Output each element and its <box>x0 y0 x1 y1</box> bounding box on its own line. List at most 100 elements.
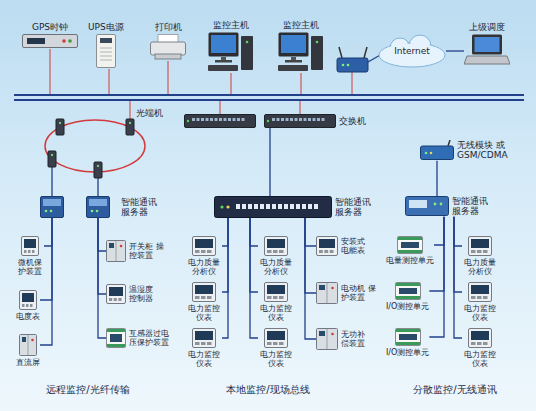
monitor-host: 监控主机 <box>278 20 324 72</box>
icon-part <box>295 118 298 121</box>
icon-part <box>330 250 334 253</box>
node-label: 智能通讯 服务器 <box>121 197 161 218</box>
connector-line <box>305 218 316 339</box>
bus-line <box>14 94 524 96</box>
icon-part <box>483 250 488 253</box>
icon-part <box>265 115 336 128</box>
icon-part <box>22 237 39 256</box>
connector-line <box>44 218 52 246</box>
field-device: I/O测控单元 <box>386 282 429 311</box>
icon-part <box>434 203 437 206</box>
icon-part <box>278 204 282 209</box>
icon-part <box>448 140 450 146</box>
icon-part <box>430 152 433 155</box>
icon-part <box>421 146 454 160</box>
node-label: 电力监控 仪表 <box>186 350 222 368</box>
node-label: 监控主机 <box>213 20 249 30</box>
icon-part <box>317 237 338 256</box>
drop-wire <box>301 73 302 94</box>
icon-part <box>380 44 444 66</box>
icon-part <box>100 56 112 57</box>
icon-part <box>319 250 323 253</box>
field-device: 电力质量 分析仪 <box>462 236 498 276</box>
icon-part <box>267 250 272 253</box>
icon-part <box>483 342 488 345</box>
node-label: UPS电源 <box>88 22 124 32</box>
icon-part <box>206 118 209 121</box>
icon-part <box>267 296 272 299</box>
connector-line <box>305 218 316 293</box>
field-device: 电度表 <box>16 290 40 321</box>
icon-part <box>246 41 249 44</box>
comm-server: 智能通讯 服务器 <box>214 196 375 218</box>
icon-part <box>221 57 226 60</box>
node-label: 电力质量 分析仪 <box>462 258 498 276</box>
device-icon <box>19 290 37 310</box>
icon-part <box>195 342 200 345</box>
icon-part <box>284 204 288 209</box>
icon-part <box>211 35 236 53</box>
icon-part <box>59 122 61 124</box>
wireless-module: 无线模块 或GSM/CDMA <box>420 140 521 161</box>
drop-wire <box>130 101 131 119</box>
monitor-host: 监控主机 <box>208 20 254 72</box>
icon-part <box>228 118 231 121</box>
node-label: GPS时钟 <box>32 22 68 32</box>
node-label: 电力监控 仪表 <box>186 304 222 322</box>
icon-part <box>22 304 25 307</box>
caption-holder: 分散监控/无线通讯 <box>413 378 496 397</box>
icon-part <box>254 204 258 209</box>
icon-part <box>41 197 64 218</box>
connector-line <box>436 161 437 196</box>
icon-part <box>396 329 420 332</box>
connector-line <box>434 217 444 245</box>
icon-part <box>241 36 253 70</box>
connector-line <box>429 217 444 291</box>
icon-part <box>43 199 61 206</box>
icon-part <box>185 115 256 128</box>
icon-part <box>285 60 302 63</box>
icon-part <box>471 239 489 248</box>
icon-part <box>379 43 445 67</box>
node-label: 开关柜 操控装置 <box>129 242 165 260</box>
device-icon <box>40 196 118 218</box>
node-label: 电度表 <box>16 312 40 321</box>
node-label: 电力监控 仪表 <box>258 304 294 322</box>
connector-line <box>250 218 258 246</box>
connector-line <box>250 218 258 338</box>
icon-part <box>96 35 115 68</box>
icon-part <box>406 197 449 216</box>
router-icon <box>337 58 368 72</box>
icon-part <box>302 204 306 209</box>
icon-part <box>290 204 294 209</box>
icon-part <box>51 167 52 182</box>
icon-part <box>398 237 422 240</box>
field-device: 安装式 电能表 <box>316 236 369 256</box>
icon-part <box>233 118 236 121</box>
field-device: 电力质量 分析仪 <box>186 236 222 276</box>
icon-part <box>193 283 216 302</box>
drop-wire <box>50 49 51 94</box>
dispatch-laptop: 上级调度 <box>464 22 510 66</box>
icon-part <box>296 204 300 209</box>
icon-part <box>398 250 422 253</box>
drop-wire <box>231 73 232 94</box>
icon-part <box>87 197 110 218</box>
icon-part <box>151 42 186 55</box>
connector-line <box>454 217 462 292</box>
icon-part <box>327 329 328 349</box>
icon-part <box>120 245 123 248</box>
node-label: 电量测控单元 <box>386 256 434 265</box>
icon-part <box>279 342 284 345</box>
icon-part <box>24 250 27 253</box>
icon-part <box>242 118 245 121</box>
connector-line <box>40 218 52 345</box>
icon-part <box>62 40 66 44</box>
icon-part <box>23 35 78 48</box>
icon-part <box>317 329 338 350</box>
icon-part <box>56 119 64 135</box>
device-icon <box>19 334 37 356</box>
icon-part <box>265 237 288 256</box>
icon-part <box>208 65 238 71</box>
icon-part <box>207 296 212 299</box>
